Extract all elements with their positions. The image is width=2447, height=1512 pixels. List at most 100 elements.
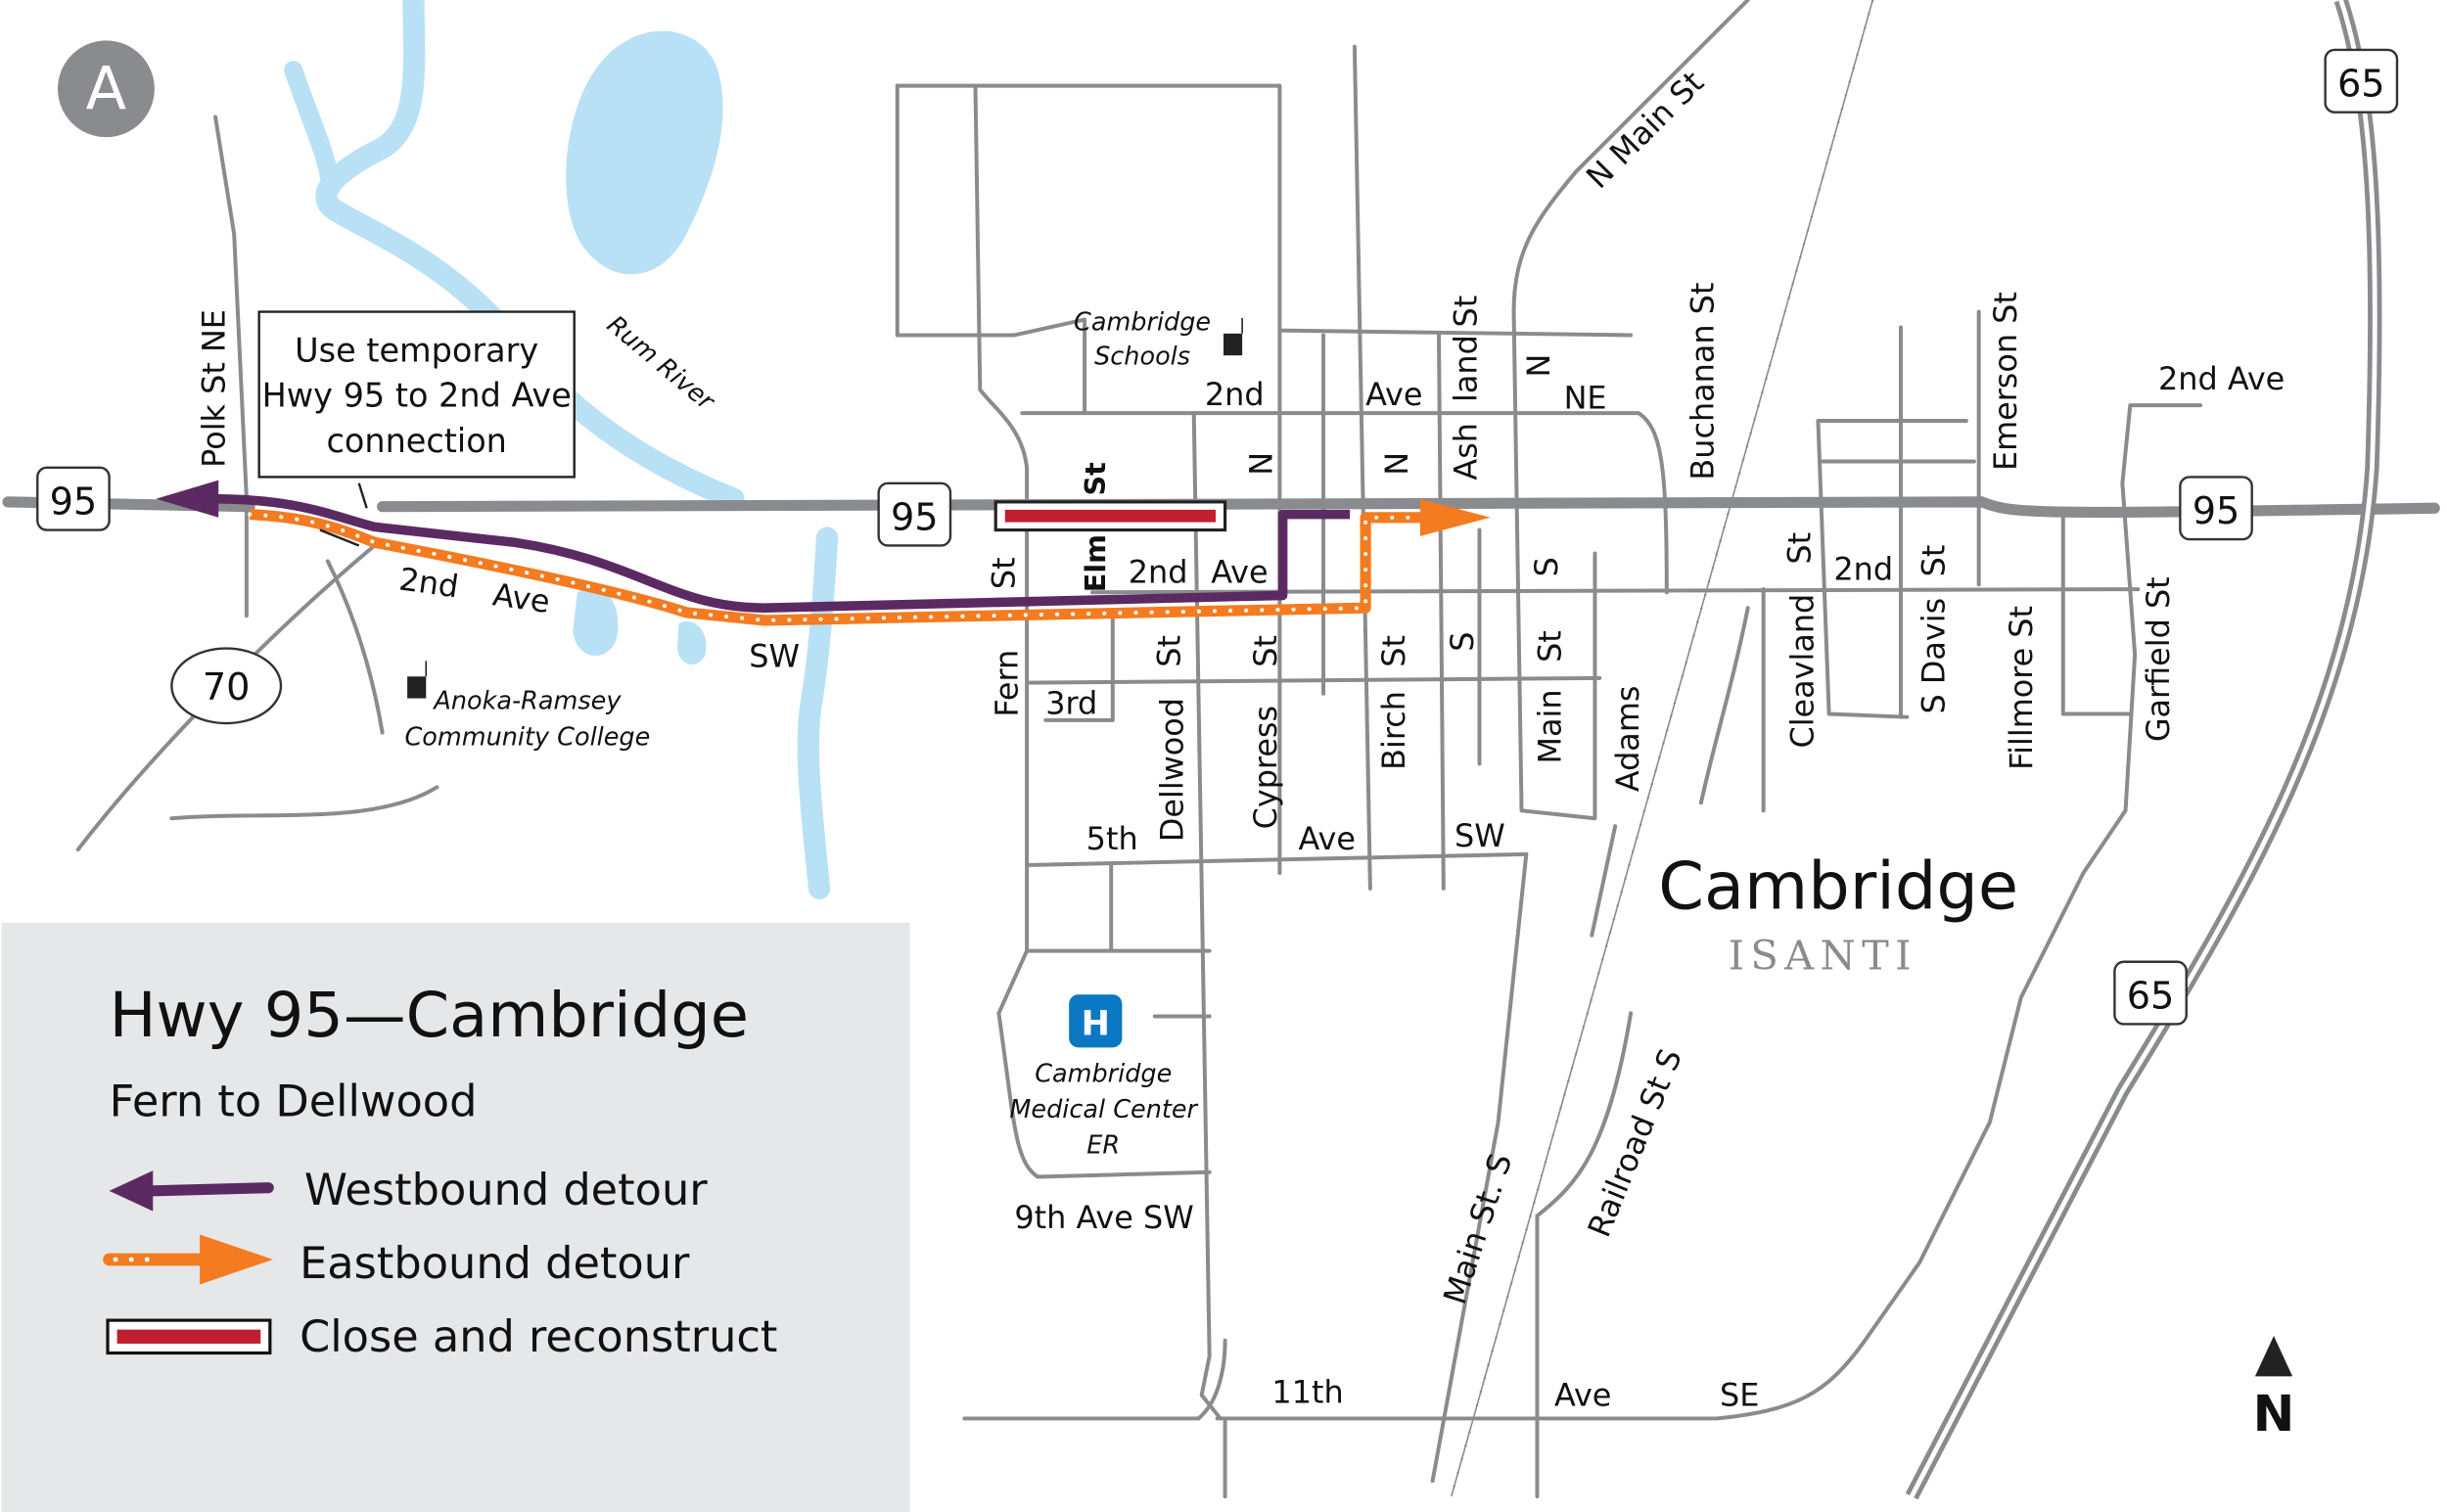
streets-cleav_st-label: St xyxy=(1780,532,1818,565)
map-shape xyxy=(1025,675,1602,685)
hospital-icon xyxy=(1069,994,1123,1048)
streets-fern_st-label: St xyxy=(985,557,1022,589)
streets-elm_st-label: St xyxy=(1079,462,1112,496)
map-shape xyxy=(573,587,619,657)
hwy-70-shield: 70 xyxy=(170,647,283,725)
streets-second_ave_ne_b-label: Ave xyxy=(1365,376,1422,413)
streets-eleventh_ave-label: Ave xyxy=(1554,1377,1611,1414)
map-shape xyxy=(1277,328,1634,338)
streets-second_sw_b-label: Ave xyxy=(490,575,552,620)
eastbound-arrowhead xyxy=(1419,498,1491,536)
streets-polk-label: Polk St NE xyxy=(196,309,233,468)
map-shape xyxy=(325,559,385,735)
streets-eleventh_se-label: SE xyxy=(1720,1377,1759,1414)
callout-box: Use temporary Hwy 95 to 2nd Ave connecti… xyxy=(257,310,576,547)
streets-birch-label: Birch xyxy=(1375,691,1412,770)
map-shape xyxy=(1224,333,1243,356)
map-shape xyxy=(1535,1011,1634,1499)
hwy-95-shield-east: 95 xyxy=(2179,476,2253,541)
map-shape xyxy=(973,83,1030,953)
map-shape xyxy=(36,466,111,531)
map-shape xyxy=(1590,824,1618,938)
streets-second_ave_ne_a-label: 2nd xyxy=(1205,376,1265,413)
map-shape xyxy=(1430,851,1529,1484)
streets-second_e-label: 2nd xyxy=(1833,551,1893,588)
streets-fillmore-label: Fillmore St xyxy=(2003,606,2040,770)
shields-hwy95_west-label: 95 xyxy=(50,481,98,525)
legend-title: Hwy 95—Cambridge xyxy=(110,980,749,1052)
map-shape xyxy=(257,310,576,479)
map-shape xyxy=(1910,0,2378,1498)
westbound-detour-route xyxy=(156,480,1351,613)
map-shape xyxy=(962,1338,1227,1499)
shields-hwy95_east-label: 95 xyxy=(2193,490,2240,533)
streets-fifth_ave-label: Ave xyxy=(1299,820,1356,857)
streets-main-label: Main xyxy=(1531,689,1568,763)
legend-subtitle: Fern to Dellwood xyxy=(110,1076,478,1126)
map-shape xyxy=(249,509,1428,626)
map-shape xyxy=(319,528,360,547)
streets-elm-label: Elm xyxy=(1079,534,1112,592)
places-college_2-label: Community College xyxy=(404,722,650,752)
streets-ash_a-label: Ash xyxy=(1447,423,1484,481)
streets-second_sw_a-label: 2nd xyxy=(396,560,460,605)
streets-ne-label: NE xyxy=(1564,379,1607,416)
map-shape xyxy=(284,61,341,197)
streets-s1-label: S xyxy=(1444,632,1481,652)
legend-closure: Close and reconstruct xyxy=(106,1311,777,1362)
places-hospital_2-label: Medical Center xyxy=(1009,1095,1198,1124)
streets-s2-label: S xyxy=(1528,557,1565,576)
map-shape xyxy=(200,1234,274,1285)
map-shape xyxy=(170,647,283,725)
eastbound-detour-route xyxy=(248,498,1491,626)
streets-eleventh-label: 11th xyxy=(1271,1374,1343,1411)
legend-eastbound: Eastbound detour xyxy=(103,1234,690,1289)
north-arrow-icon: N xyxy=(2253,1336,2294,1443)
shields-hwy95_mid-label: 95 xyxy=(891,497,939,540)
map-shape xyxy=(1698,606,1750,805)
streets-fifth_sw-label: SW xyxy=(1454,817,1505,854)
legend-westbound: Westbound detour xyxy=(109,1165,708,1215)
places-college_1-label: Anoka-Ramsey xyxy=(432,687,622,716)
westbound-arrowhead xyxy=(156,480,219,518)
map-badge: A xyxy=(57,40,155,138)
streets-n_main-label: N Main St xyxy=(1579,64,1711,196)
map-shape xyxy=(1352,44,1372,891)
map-shape xyxy=(2254,1336,2293,1377)
closure-segment xyxy=(993,500,1227,532)
map-shape xyxy=(2113,960,2188,1026)
map-shape xyxy=(357,482,368,509)
streets-emerson-label: Emerson St xyxy=(1987,292,2024,471)
hwy-65-shield-north: 65 xyxy=(2324,48,2399,114)
map-shape xyxy=(1511,0,1750,821)
places-hospital_1-label: Cambridge xyxy=(1035,1059,1172,1088)
map-shape xyxy=(1025,851,1529,867)
map-shape xyxy=(877,481,952,547)
streets-third-label: 3rd xyxy=(1045,685,1097,722)
streets-s_davis-label: S Davis xyxy=(1916,598,1953,714)
streets-cypress_st-label: St xyxy=(1247,635,1284,667)
map-shape xyxy=(2179,476,2253,541)
streets-fifth-label: 5th xyxy=(1086,820,1138,857)
streets-davis_st-label: St xyxy=(1916,545,1953,577)
street-labels: Polk St NE N Main St Buchanan St Emerson… xyxy=(196,64,2285,1414)
map-shape xyxy=(407,676,427,699)
hwy-95-shield-west: 95 xyxy=(36,466,111,531)
streets-n1-label: N xyxy=(1242,452,1279,476)
places: Cambridge Schools Anoka-Ramsey Community… xyxy=(404,308,2018,1161)
streets-dellwood_st-label: St xyxy=(1150,635,1187,667)
streets-second_sw_c-label: SW xyxy=(749,638,800,675)
streets-main_st_s-label: Main St. S xyxy=(1436,1149,1519,1308)
places-hospital_icon-label: H xyxy=(1082,1004,1110,1044)
map-shape xyxy=(315,0,745,510)
legend-items-0-label-label: Westbound detour xyxy=(304,1165,708,1215)
map-shape xyxy=(676,621,707,665)
legend-items-2-label-label: Close and reconstruct xyxy=(300,1311,777,1362)
map-shape xyxy=(1020,411,1669,595)
callout-line2-label: Hwy 95 to 2nd Ave xyxy=(262,377,572,415)
map-shape xyxy=(1451,0,1874,1497)
shields-hwy70-label: 70 xyxy=(203,666,251,710)
streets-ninth-label: 9th Ave SW xyxy=(1014,1199,1193,1236)
streets-birch_st-label: St xyxy=(1375,635,1412,667)
